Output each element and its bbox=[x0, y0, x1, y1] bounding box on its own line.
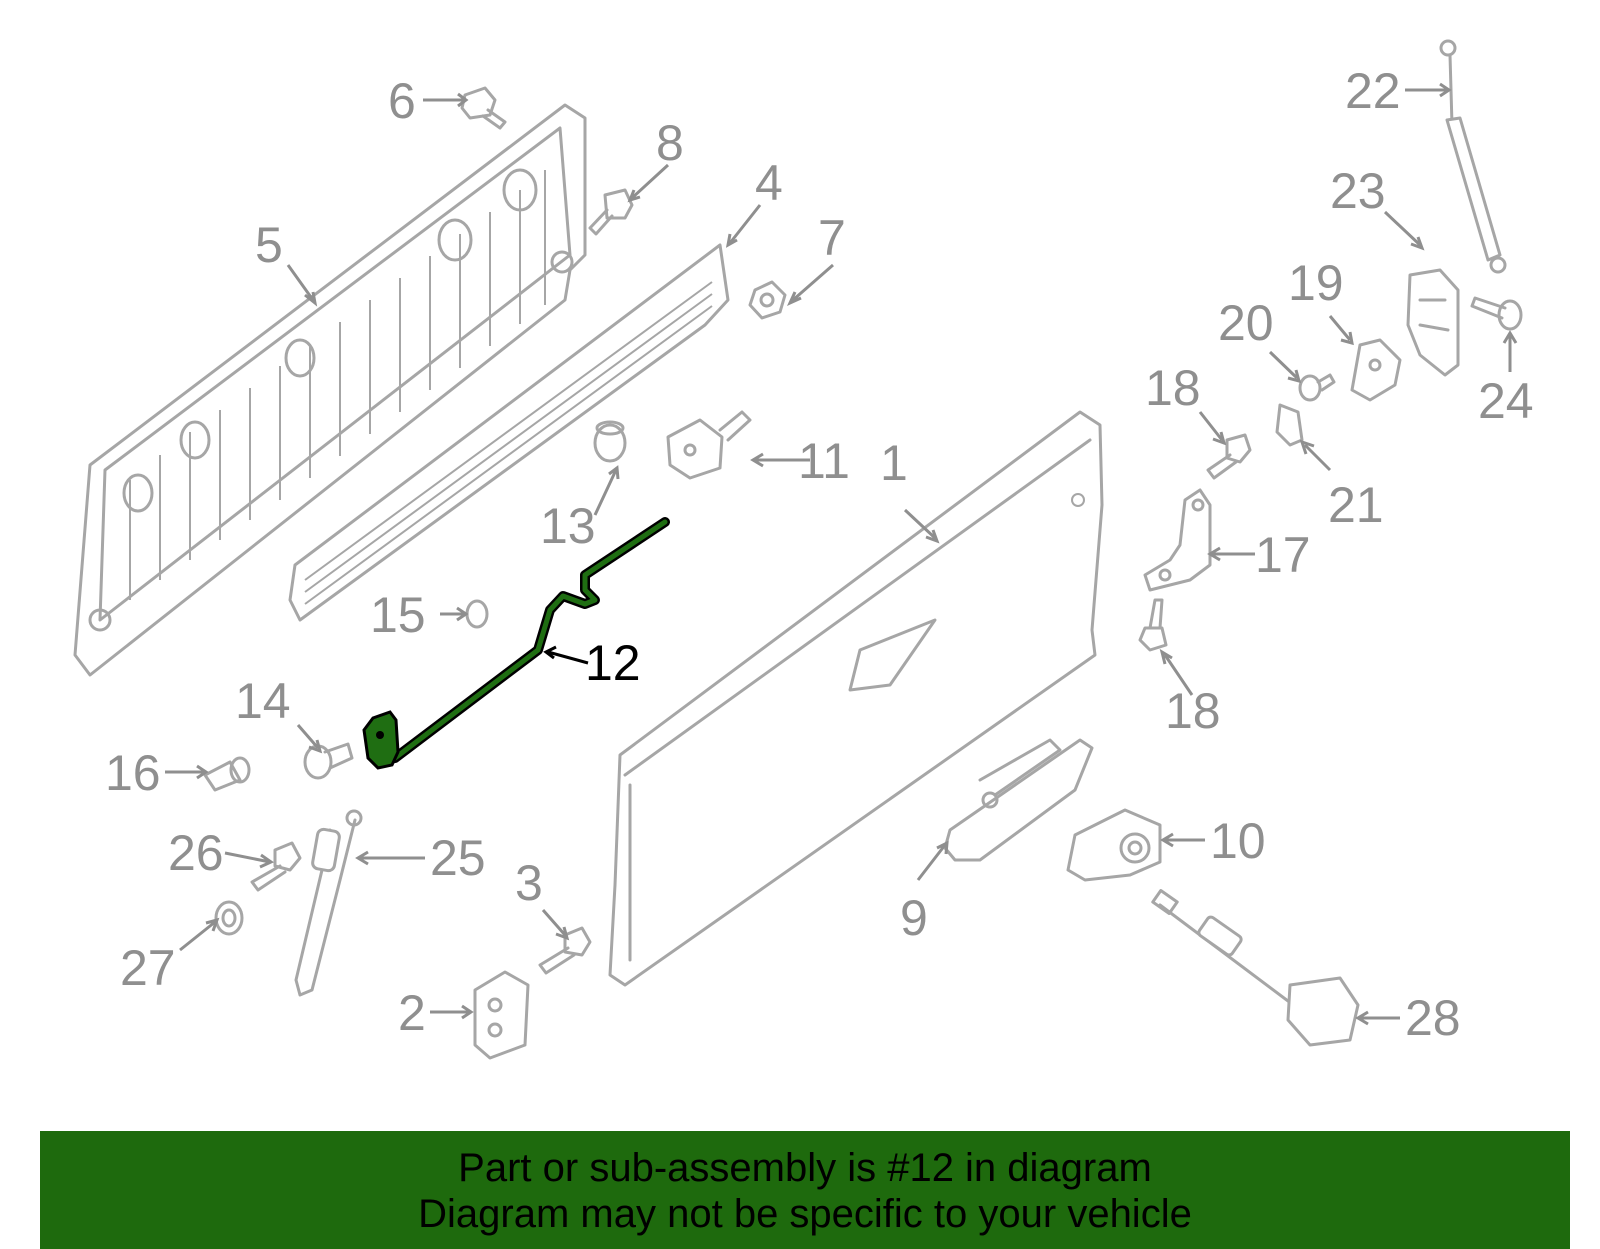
part-19-bracket bbox=[1350, 338, 1402, 402]
callout-21: 21 bbox=[1328, 477, 1384, 533]
part-5-inner-panel bbox=[73, 103, 587, 677]
callout-arrows bbox=[165, 82, 1518, 1026]
callout-6: 6 bbox=[388, 73, 416, 129]
part-17-bracket bbox=[1143, 488, 1212, 592]
callout-12: 12 bbox=[585, 635, 641, 691]
callout-20: 20 bbox=[1218, 295, 1274, 351]
part-28-actuator bbox=[1151, 889, 1360, 1047]
part-10-latch bbox=[1066, 808, 1162, 882]
part-1-tailgate bbox=[608, 410, 1104, 987]
part-18-bolt-upper bbox=[1206, 433, 1252, 480]
part-12-rod-highlighted bbox=[362, 517, 670, 770]
part-8-bolt bbox=[588, 188, 634, 236]
callout-17: 17 bbox=[1255, 527, 1311, 583]
callout-18-upper: 18 bbox=[1145, 360, 1201, 416]
callout-labels: 6 8 4 7 5 22 23 19 20 24 18 21 11 1 13 1… bbox=[105, 63, 1534, 1046]
part-27-washer bbox=[214, 900, 244, 936]
callout-4: 4 bbox=[755, 155, 783, 211]
callout-1: 1 bbox=[880, 435, 908, 491]
callout-15: 15 bbox=[370, 587, 426, 643]
part-25-cable bbox=[294, 809, 363, 997]
callout-14: 14 bbox=[235, 673, 291, 729]
part-26-bolt bbox=[250, 841, 302, 892]
callout-13: 13 bbox=[540, 498, 596, 554]
part-23-plate bbox=[1406, 268, 1460, 377]
part-14-pin bbox=[303, 742, 354, 780]
part-16-clip bbox=[203, 756, 251, 792]
callout-25: 25 bbox=[430, 830, 486, 886]
callout-24: 24 bbox=[1478, 373, 1534, 429]
callout-18-lower: 18 bbox=[1165, 683, 1221, 739]
callout-23: 23 bbox=[1330, 163, 1386, 219]
part-6-bolt bbox=[460, 86, 507, 130]
callout-19: 19 bbox=[1288, 255, 1344, 311]
part-20-bolt bbox=[1298, 373, 1336, 402]
callout-5: 5 bbox=[255, 217, 283, 273]
part-22-strut bbox=[1439, 39, 1507, 274]
banner-line-2: Diagram may not be specific to your vehi… bbox=[418, 1192, 1192, 1236]
callout-26: 26 bbox=[168, 825, 224, 881]
part-13-bumper bbox=[593, 420, 627, 463]
callout-11: 11 bbox=[798, 433, 850, 489]
part-18-bolt-lower bbox=[1138, 598, 1168, 652]
callout-28: 28 bbox=[1405, 990, 1461, 1046]
part-9-handle bbox=[943, 738, 1094, 862]
part-4-trim-strip bbox=[288, 243, 730, 622]
callout-8: 8 bbox=[656, 115, 684, 171]
callout-2: 2 bbox=[398, 985, 426, 1041]
part-11-hinge bbox=[666, 410, 752, 480]
part-info-banner: Part or sub-assembly is #12 in diagram D… bbox=[40, 1131, 1570, 1249]
part-24-screw bbox=[1470, 296, 1523, 331]
part-21-pad bbox=[1275, 403, 1304, 447]
banner-line-1: Part or sub-assembly is #12 in diagram bbox=[458, 1146, 1152, 1190]
callout-3: 3 bbox=[515, 855, 543, 911]
callout-16: 16 bbox=[105, 745, 161, 801]
callout-7: 7 bbox=[818, 210, 846, 266]
callout-27: 27 bbox=[120, 940, 176, 996]
callout-9: 9 bbox=[900, 890, 928, 946]
callout-10: 10 bbox=[1210, 813, 1266, 869]
part-2-striker bbox=[473, 970, 530, 1060]
part-3-bolt bbox=[538, 926, 592, 975]
part-7-nut bbox=[748, 280, 787, 320]
part-15-washer bbox=[465, 599, 489, 629]
callout-22: 22 bbox=[1345, 63, 1401, 119]
